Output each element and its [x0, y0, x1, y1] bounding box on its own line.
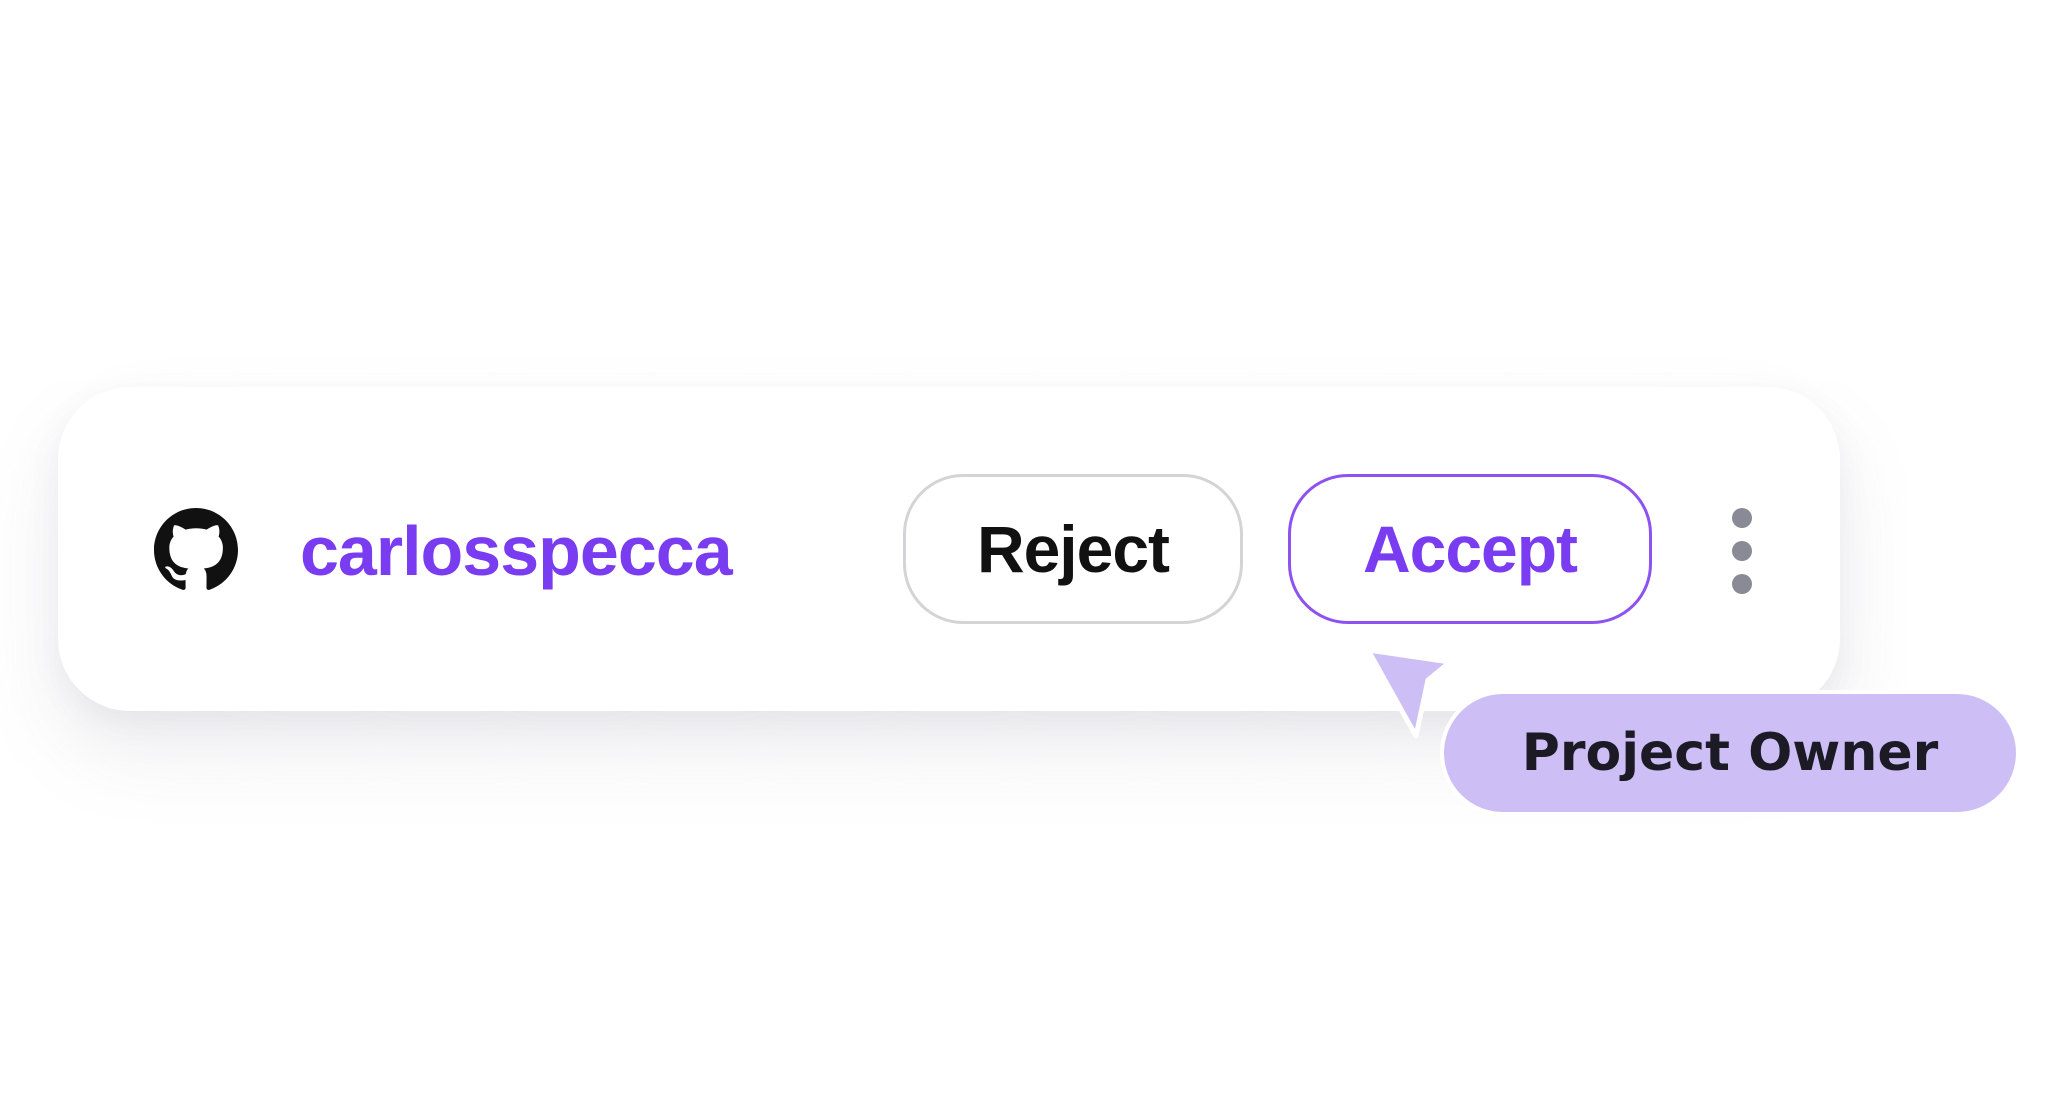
reject-button[interactable]: Reject [903, 474, 1243, 624]
kebab-menu-icon [1732, 508, 1752, 528]
cursor-arrow-icon [1362, 646, 1462, 742]
username-label[interactable]: carlosspecca [300, 512, 733, 590]
more-options-button[interactable] [1722, 506, 1762, 596]
accept-button[interactable]: Accept [1288, 474, 1652, 624]
project-owner-tag: Project Owner [1440, 690, 2020, 816]
github-icon [154, 508, 238, 592]
